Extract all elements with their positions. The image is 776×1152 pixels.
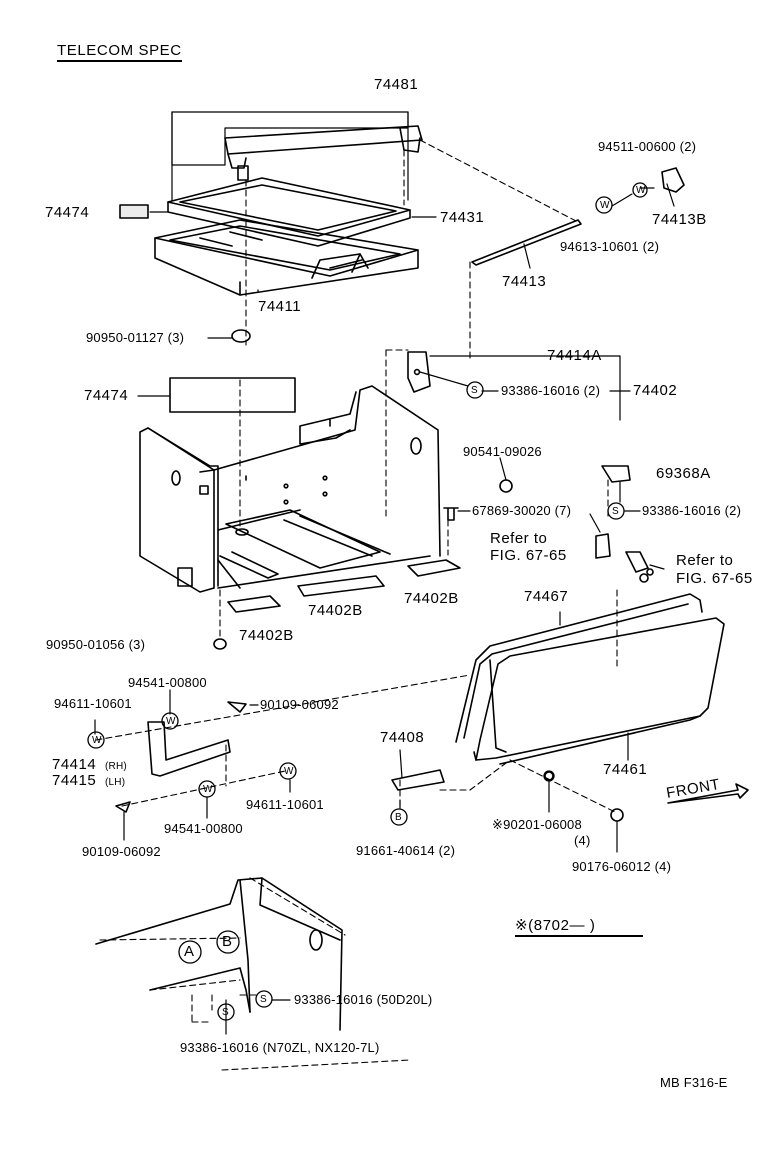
diagram-title: TELECOM SPEC (57, 43, 182, 62)
label-90201-06008: ※90201-06008 (492, 817, 582, 832)
label-90201-qty: (4) (574, 833, 591, 848)
footer-diagram-code: MB F316-E (660, 1075, 728, 1090)
callout-A-large: A (184, 943, 195, 960)
label-74402: 74402 (633, 382, 678, 399)
part-74481-cover (171, 111, 423, 201)
label-90176-06012: 90176-06012 (4) (572, 859, 672, 874)
label-94611-10601-top: 94611-10601 (54, 696, 132, 711)
part-74402-carrier (139, 385, 441, 593)
label-90109-06092-top: 90109-06092 (260, 697, 339, 712)
part-90950-01056-grommet (213, 638, 227, 650)
label-93386-16016-50d20l: 93386-16016 (50D20L) (294, 992, 433, 1007)
callout-W: W (166, 716, 176, 727)
label-fig-67-65-b: FIG. 67-65 (676, 570, 753, 587)
label-94613-10601: 94613-10601 (2) (560, 239, 660, 254)
part-74467-seal (455, 593, 703, 743)
label-74413B: 74413B (652, 211, 707, 228)
front-arrow (667, 783, 749, 804)
label-74474-top: 74474 (45, 204, 90, 221)
label-74461: 74461 (603, 761, 648, 778)
callout-W: W (203, 784, 213, 795)
part-74474-pad-small (119, 204, 149, 219)
label-93386-16016-n70zl: 93386-16016 (N70ZL, NX120-7L) (180, 1040, 380, 1055)
production-note-underline (515, 935, 643, 937)
part-74413-rod (471, 219, 582, 266)
part-90109-06092-bolt-bot (115, 801, 131, 813)
part-lock-cylinder (625, 551, 654, 583)
label-93386-16016-a: 93386-16016 (2) (501, 383, 601, 398)
label-74413: 74413 (502, 273, 547, 290)
label-69368A: 69368A (656, 465, 711, 482)
callout-W: W (600, 200, 610, 211)
part-67869-30020 (443, 507, 459, 521)
part-lock-striker (595, 533, 611, 559)
callout-W: W (636, 185, 646, 196)
label-74408: 74408 (380, 729, 425, 746)
part-90109-06092-bolt-top (227, 701, 247, 713)
label-94541-00800-top: 94541-00800 (128, 675, 207, 690)
leader-lines (94, 183, 675, 1035)
part-74414A-bracket (407, 351, 431, 393)
part-74431-frame (167, 177, 411, 247)
part-74408-bracket (391, 769, 445, 791)
callout-S: S (612, 506, 619, 517)
part-74413B-clip (661, 167, 685, 193)
label-90950-01056: 90950-01056 (3) (46, 637, 146, 652)
callout-symbols (87, 182, 648, 1021)
label-refer-to-a: Refer to (490, 530, 548, 547)
label-74414: 74414 (52, 756, 97, 773)
label-93386-16016-b: 93386-16016 (2) (642, 503, 742, 518)
label-refer-to-b: Refer to (676, 552, 734, 569)
callout-S: S (471, 385, 478, 396)
label-74481: 74481 (374, 76, 419, 93)
inset-battery-carrier-detail (95, 877, 343, 1031)
callout-B: B (395, 812, 402, 823)
label-74402B-b: 74402B (308, 602, 363, 619)
label-74467: 74467 (524, 588, 569, 605)
label-74415: 74415 (52, 772, 97, 789)
label-74415-lh: (LH) (105, 777, 126, 788)
label-74414A: 74414A (547, 347, 602, 364)
label-90109-06092-bot: 90109-06092 (82, 844, 161, 859)
label-74474-mid: 74474 (84, 387, 129, 404)
label-74402B-a: 74402B (239, 627, 294, 644)
part-74402B-plate-a (227, 595, 281, 613)
label-67869-30020: 67869-30020 (7) (472, 503, 572, 518)
callout-B-large: B (222, 933, 233, 950)
label-74431: 74431 (440, 209, 485, 226)
part-74461-lid (473, 617, 725, 765)
part-74474-pad-long (169, 377, 296, 413)
part-90950-01127-grommet (231, 329, 251, 343)
label-90950-01127: 90950-01127 (3) (86, 330, 185, 345)
label-91661-40614: 91661-40614 (2) (356, 843, 456, 858)
label-94611-10601-bot: 94611-10601 (246, 797, 324, 812)
label-94511-00600: 94511-00600 (2) (598, 139, 697, 154)
callout-W: W (92, 735, 102, 746)
label-74402B-c: 74402B (404, 590, 459, 607)
label-94541-00800-bot: 94541-00800 (164, 821, 243, 836)
label-74414-rh: (RH) (105, 761, 127, 772)
callout-S: S (260, 994, 267, 1005)
callout-W: W (284, 766, 294, 777)
label-fig-67-65-a: FIG. 67-65 (490, 547, 567, 564)
label-74411: 74411 (258, 298, 302, 315)
part-69368A-bracket (601, 465, 631, 483)
callout-S: S (222, 1007, 229, 1018)
part-90541-09026 (499, 479, 513, 493)
label-90541-09026: 90541-09026 (463, 444, 542, 459)
part-90176-06012-nut (610, 808, 624, 822)
part-74414-74415-rod (147, 721, 231, 777)
part-74402B-plate-c (407, 559, 461, 577)
part-74411-tray (154, 219, 419, 296)
production-note: ※(8702— ) (515, 917, 596, 934)
part-74402B-plate-b (297, 575, 385, 597)
